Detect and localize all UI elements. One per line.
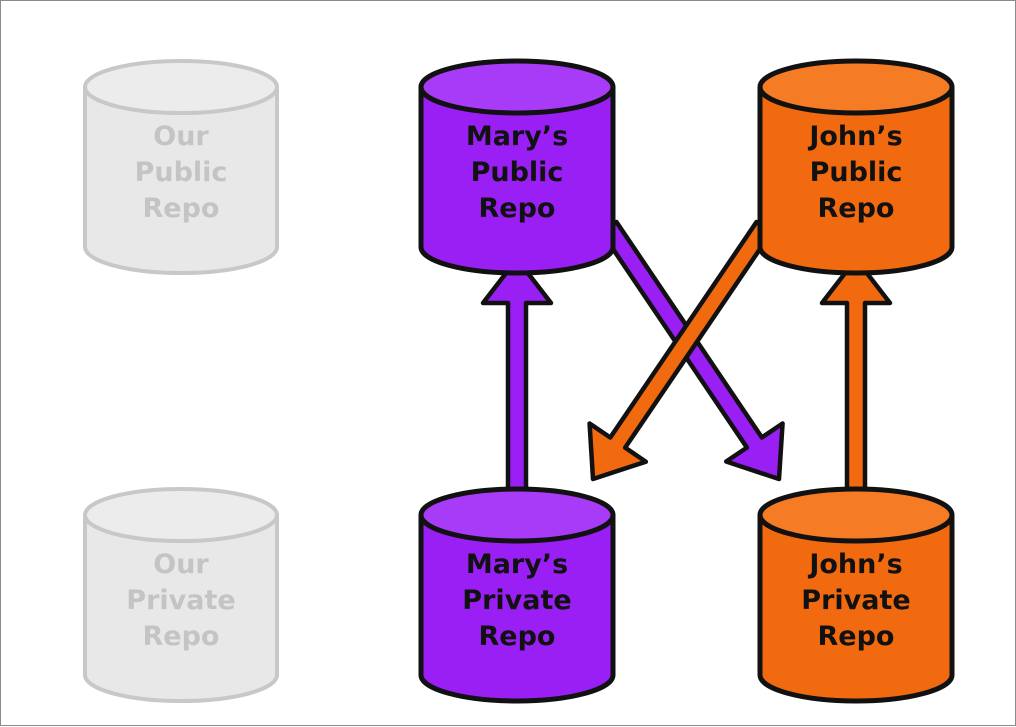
repo-our-private-label-line: Private — [126, 585, 235, 616]
repo-mary-private-body — [418, 512, 616, 704]
arrow-mary-push — [480, 256, 554, 509]
repo-john-public-label-line: John’s — [807, 121, 902, 152]
repo-our-private-top — [83, 487, 279, 543]
repo-john-public-label-line: Repo — [818, 193, 895, 224]
repo-our-public-label-line: Repo — [143, 193, 220, 224]
repo-mary-public-label-line: Public — [471, 157, 564, 188]
repo-mary-public-label-line: Mary’s — [466, 121, 568, 152]
repo-john-public-body — [757, 84, 955, 276]
repo-john-private-label-line: Repo — [818, 621, 895, 652]
repo-john-public-label-line: Public — [810, 157, 903, 188]
repo-our-private-body — [83, 513, 279, 703]
repo-our-private-label-line: Repo — [143, 621, 220, 652]
repo-john-private-label-line: Private — [801, 585, 910, 616]
repo-mary-private-label-line: Repo — [479, 621, 556, 652]
repo-our-public-body — [83, 85, 279, 275]
repo-mary-private-top — [418, 486, 616, 544]
arrows-layer — [480, 219, 893, 509]
repo-john-private-top — [757, 486, 955, 544]
repo-john-private-label-line: John’s — [807, 549, 902, 580]
repo-john-public-top — [757, 58, 955, 116]
repo-mary-private-label-line: Private — [462, 585, 571, 616]
repo-mary-public-body — [418, 84, 616, 276]
repo-mary-public-top — [418, 58, 616, 116]
repo-mary-private-label-line: Mary’s — [466, 549, 568, 580]
repo-john-private-body — [757, 512, 955, 704]
arrow-john-to-mary — [587, 219, 774, 482]
repo-our-private-label-line: Our — [153, 549, 209, 580]
repo-our-public-top — [83, 59, 279, 115]
repo-our-public-label-line: Public — [135, 157, 228, 188]
repo-our-public-label-line: Our — [153, 121, 209, 152]
repo-mary-public-label-line: Repo — [479, 193, 556, 224]
arrow-john-push — [819, 256, 893, 509]
